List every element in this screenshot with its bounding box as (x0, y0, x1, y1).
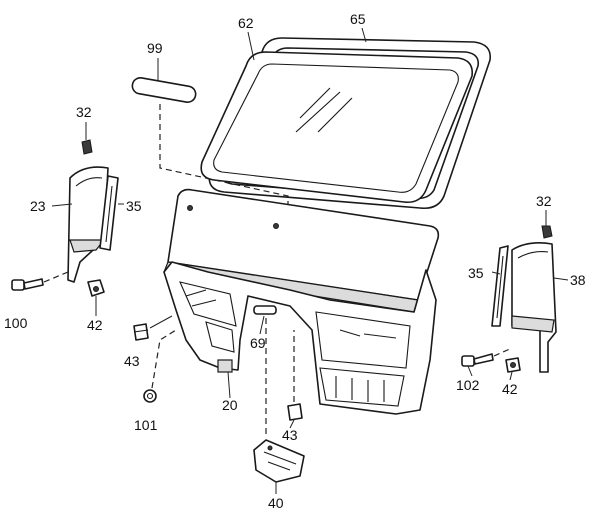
callout-35-left: 35 (126, 198, 142, 214)
left-seal-strip-part-35 (99, 175, 119, 251)
clip-part-43-upper (133, 323, 149, 341)
right-trim-cover-part-38 (511, 242, 557, 373)
bolt-part-100 (11, 278, 44, 291)
callout-99: 99 (147, 40, 163, 56)
right-clip-part-32 (541, 225, 553, 239)
leader-lines (51, 27, 569, 494)
left-retainer-part-42 (87, 279, 105, 297)
callout-102: 102 (456, 377, 480, 393)
clip-part-43-lower (287, 403, 303, 421)
right-retainer-part-42 (505, 357, 521, 373)
guide-line-99 (159, 104, 289, 262)
callout-32-left: 32 (76, 104, 92, 120)
callout-65: 65 (350, 11, 366, 27)
guide-line-101 (151, 329, 177, 389)
callout-101: 101 (134, 417, 158, 433)
callout-62: 62 (238, 15, 254, 31)
left-clip-part-32 (81, 139, 93, 155)
guide-line-100 (43, 271, 69, 283)
callout-23: 23 (30, 198, 46, 214)
callout-42-right: 42 (502, 381, 518, 397)
bolt-part-102 (461, 353, 494, 367)
guide-line-102 (493, 347, 513, 357)
callout-38: 38 (570, 272, 586, 288)
callout-42-left: 42 (87, 317, 103, 333)
callout-35-right: 35 (468, 265, 484, 281)
callout-43-upper: 43 (124, 353, 140, 369)
guide-line-43-upper (149, 315, 173, 329)
callout-100: 100 (4, 315, 28, 331)
callout-20: 20 (222, 397, 238, 413)
rear-window-glass-part-62 (200, 51, 474, 204)
callout-32-right: 32 (536, 193, 552, 209)
spoiler-strip-part-99 (131, 77, 197, 103)
callout-43-lower: 43 (282, 427, 298, 443)
grommet-part-101 (143, 389, 157, 403)
callout-69: 69 (250, 335, 266, 351)
left-trim-cover-part-23 (67, 166, 109, 283)
tailgate-panel-part-20 (163, 188, 440, 415)
right-seal-strip-part-35 (491, 245, 509, 327)
handle-part-69 (253, 305, 277, 438)
bracket-part-40 (253, 439, 305, 483)
callout-40: 40 (268, 495, 284, 511)
